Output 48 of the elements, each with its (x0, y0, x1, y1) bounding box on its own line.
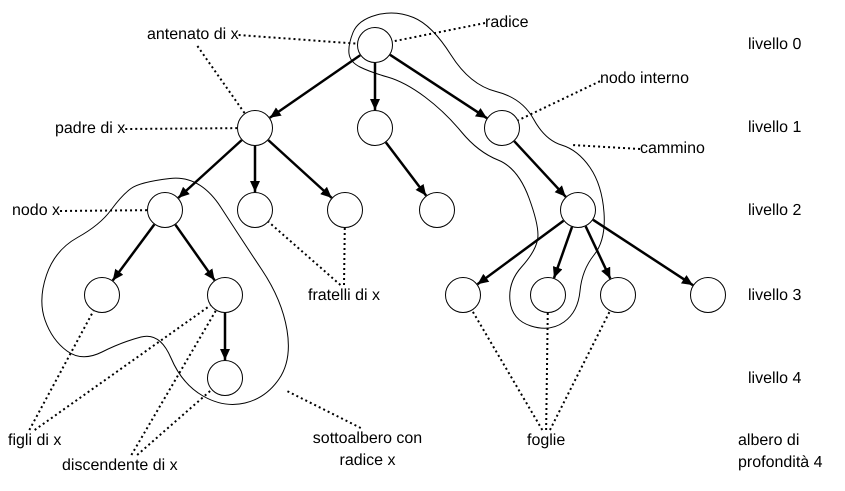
leader-line (34, 304, 211, 431)
arrow (250, 146, 260, 192)
leader-line (392, 22, 486, 42)
leader-line (545, 312, 549, 430)
level-label: livello 0 (748, 35, 802, 55)
leader-line (549, 310, 611, 430)
level-label: livello 3 (748, 286, 802, 306)
leader-line (196, 45, 246, 114)
annotation-label: nodo x (12, 200, 60, 222)
leader-line (60, 209, 147, 212)
leader-line (125, 127, 237, 130)
arrow (476, 220, 564, 286)
annotation-label: discendente di x (62, 455, 178, 477)
arrow (174, 224, 216, 282)
annotation-label: radice (485, 12, 529, 34)
leader-line (471, 310, 544, 430)
arrow (513, 140, 567, 198)
level-label: livello 4 (748, 369, 802, 389)
arrow (269, 54, 361, 119)
annotation-label: figli di x (8, 430, 62, 452)
arrow (112, 224, 156, 282)
arrow (370, 63, 380, 110)
arrow (592, 218, 694, 286)
level-label: livello 2 (748, 201, 802, 221)
arrow (220, 313, 230, 360)
arrow (177, 139, 243, 199)
leader-line (130, 310, 217, 456)
leader-line (518, 80, 600, 122)
arrow (584, 226, 612, 280)
annotation-label: cammino (640, 138, 705, 160)
leader-line (572, 144, 640, 150)
annotation-label: padre di x (55, 118, 126, 140)
leader-line (238, 34, 358, 45)
leader-line (343, 228, 346, 286)
leader-line (268, 221, 342, 286)
arrow (384, 142, 428, 196)
annotation-label: antenato di x (147, 24, 239, 46)
arrow (389, 54, 488, 120)
arrow (552, 226, 574, 278)
leader-line (284, 389, 362, 429)
tree-depth-note: albero di profondità 4 (738, 431, 824, 473)
annotation-label: fratelli di x (308, 285, 380, 307)
arrow (267, 139, 333, 199)
leader-line (136, 389, 212, 456)
annotation-label: foglie (527, 430, 566, 452)
level-label: livello 1 (748, 118, 802, 138)
annotation-label: sottoalbero con radice x (300, 428, 435, 472)
annotation-label: nodo interno (600, 68, 689, 90)
